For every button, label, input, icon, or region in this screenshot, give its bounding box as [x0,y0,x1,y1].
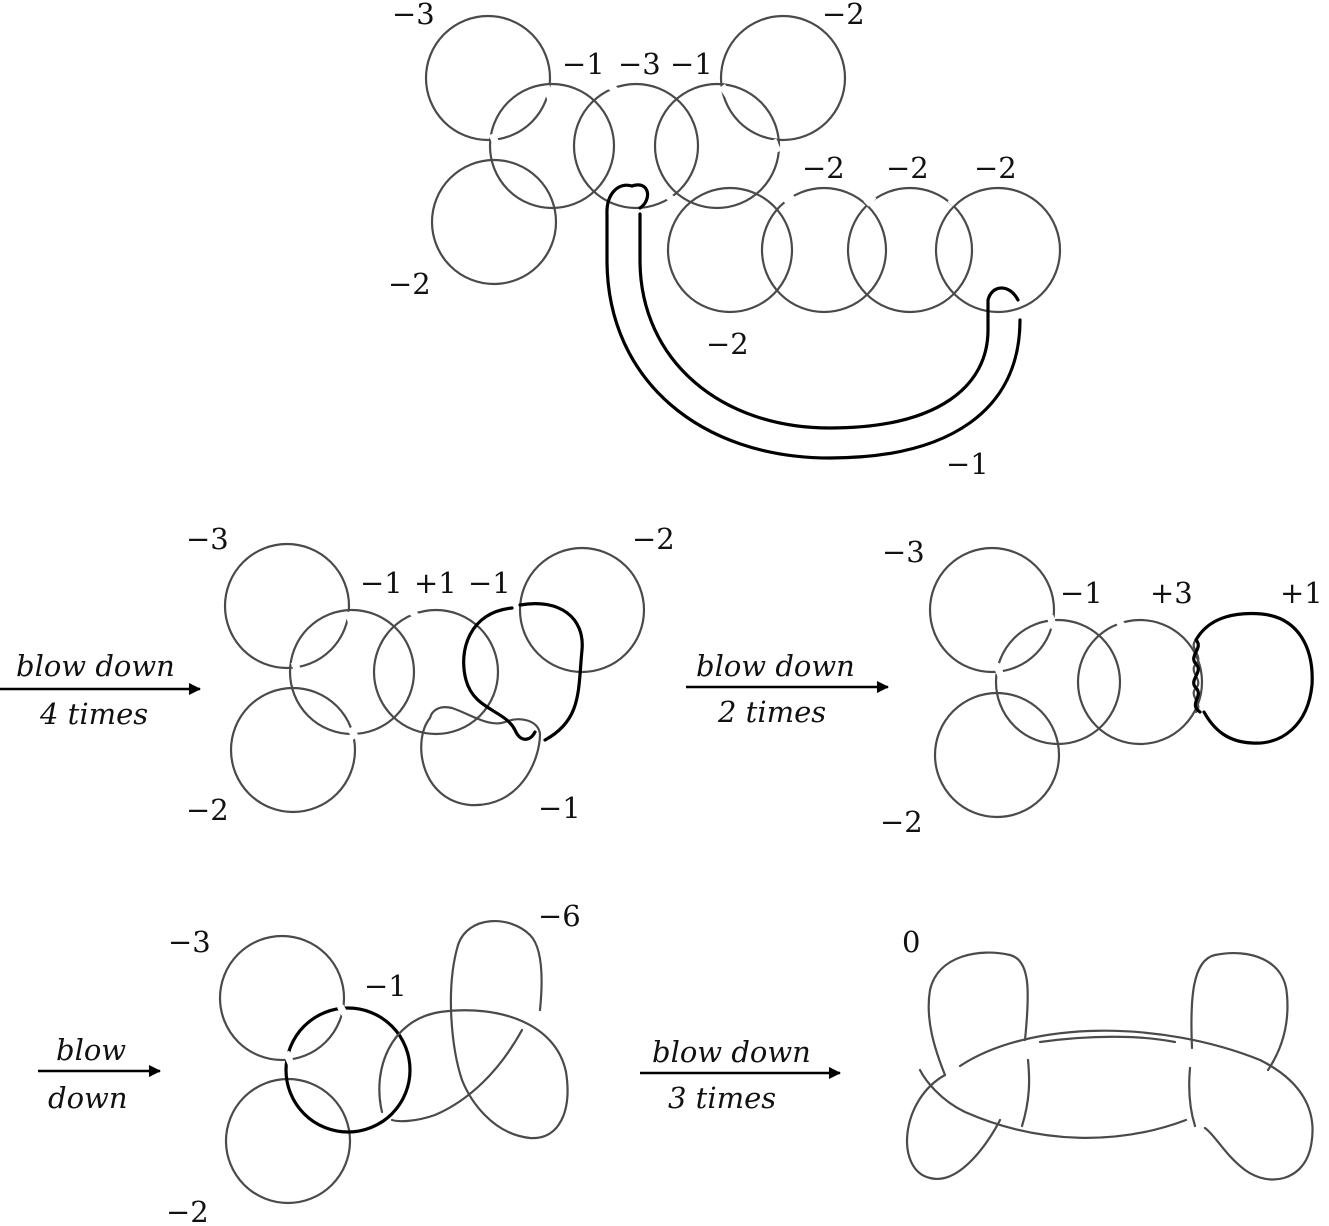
arrow-label-line2: down [48,1081,128,1115]
arrow-label-line2: 4 times [39,697,148,731]
label-minus2-top-right: −2 [822,0,865,31]
ml-label-tl: −3 [186,522,229,556]
band-inner [630,183,1020,430]
bl-unknot-minus2 [224,1077,352,1205]
arrow-label-line1: blow [56,1033,126,1067]
mr-unknot-minus3 [928,546,1056,674]
ml-label-b: +1 [414,566,457,600]
unknot-minus2-bottom-left [430,158,558,286]
bl-unknot-minus1 [284,1006,412,1134]
unknot-minus1-a [488,82,616,210]
panel-bottom-right-diagram: blow down 3 times 0 [640,925,1314,1181]
mr-unknot-plus3 [1076,618,1204,746]
crossing-gaps-top [488,82,961,207]
ml-unknot-minus1-br [420,706,542,807]
ml-crossing-gaps [290,609,485,740]
arrow-label-line1: blow down [16,649,175,683]
unknot-minus3-top-left [424,14,552,142]
mr-twist-region-thick [1192,638,1202,714]
label-minus3-center: −3 [618,47,661,81]
br-label-framing: 0 [902,925,920,959]
ml-label-br: −1 [538,791,581,825]
ml-unknot-plus1 [372,608,500,736]
ml-unknot-minus2-top [518,546,646,674]
arrow-label-line2: 3 times [668,1081,776,1115]
arrow-label-line2: 2 times [717,695,826,729]
ml-label-a: −1 [360,566,403,600]
mr-unknot-plus1 [1194,611,1314,745]
mr-label-b: +3 [1150,576,1193,610]
chain-unknot-3 [846,186,974,314]
bl-label-a: −1 [364,969,407,1003]
ml-label-tr: −2 [632,522,675,556]
label-minus1-a: −1 [562,47,605,81]
bl-label-tl: −3 [168,925,211,959]
mr-label-c: +1 [1280,576,1323,610]
arrow-label-line1: blow down [696,649,855,683]
ml-label-c: −1 [468,566,511,600]
ml-label-bl: −2 [186,793,229,827]
ml-unknot-minus2-bottom [229,686,357,814]
chain-unknot-1 [666,186,794,314]
chain-unknot-4 [934,186,1062,314]
label-minus2-bottom-left: −2 [388,267,431,301]
band-outer [605,183,1022,460]
panel-mid-left-diagram: blow down 4 times −3 −2 −1 +1 −1 −2 −1 [0,522,675,827]
label-chain-1: −2 [802,151,845,185]
br-knot [906,951,1314,1181]
bl-unknot-minus3 [218,934,346,1062]
unknot-minus3-center [572,82,700,210]
label-chain-left: −2 [706,327,749,361]
ml-unknot-minus3 [223,542,351,670]
label-minus3-top-left: −3 [392,0,435,31]
panel-bottom-left-diagram: blow down −3 −1 −6 −2 [38,899,581,1226]
label-band: −1 [946,447,989,481]
ml-unknot-minus1-a [288,608,416,736]
mr-label-bl: −2 [880,805,923,839]
bl-crossing-gaps [282,1004,350,1068]
panel-mid-right-diagram: blow down 2 times −3 −1 +3 +1 −2 [686,535,1323,839]
arrow-label-line1: blow down [652,1035,811,1069]
mr-label-tl: −3 [882,535,925,569]
label-chain-2: −2 [886,151,929,185]
mr-unknot-minus1 [994,618,1122,746]
label-chain-3: −2 [974,151,1017,185]
panel-top-diagram: −3 −2 −1 −3 −1 −2 −2 −2 −2 −2 −1 [388,0,1062,481]
unknot-minus2-top-right [719,14,847,142]
chain-unknot-2 [760,186,888,314]
mr-unknot-minus2 [933,691,1061,819]
mr-crossing-gaps [992,614,1127,680]
bl-knot-minus6 [378,919,569,1140]
mr-label-a: −1 [1060,576,1103,610]
bl-label-tr: −6 [538,899,581,933]
ml-thick-curve [462,602,584,742]
bl-label-bl: −2 [166,1195,209,1226]
label-minus1-c: −1 [670,47,713,81]
